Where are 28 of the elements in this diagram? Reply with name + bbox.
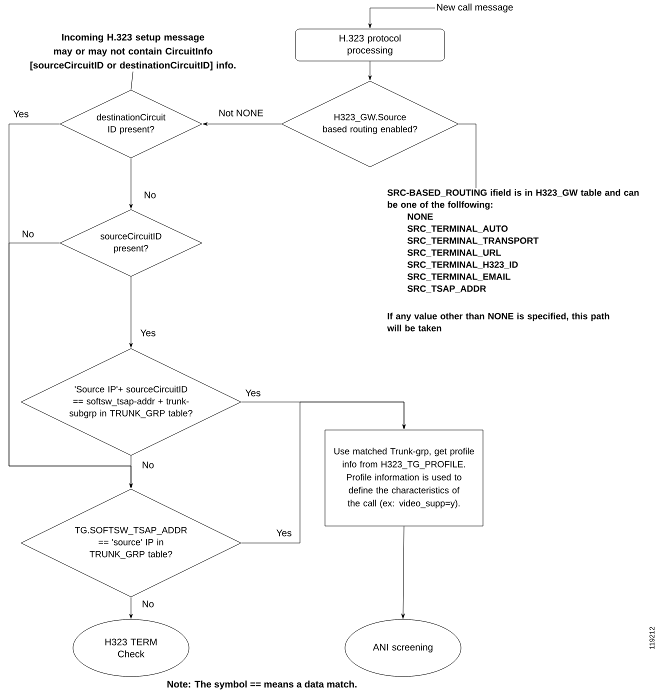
edge-label: No bbox=[140, 600, 156, 608]
arrow bbox=[129, 158, 133, 209]
leader-line bbox=[458, 124, 476, 188]
arrow bbox=[241, 402, 406, 544]
annotation-text: New call message bbox=[436, 4, 513, 12]
arrow bbox=[202, 122, 282, 126]
edge-label: Yes bbox=[275, 528, 293, 538]
edge-label: No bbox=[142, 190, 158, 200]
arrow bbox=[129, 597, 133, 619]
edge-label: Yes bbox=[244, 388, 262, 398]
terminal-oval: H323 TERM Check bbox=[72, 619, 190, 677]
leader-line bbox=[130, 71, 134, 90]
arrow bbox=[129, 276, 133, 348]
terminal-oval: ANI screening bbox=[344, 619, 462, 677]
process-box: H.323 protocol processing bbox=[295, 28, 445, 62]
edge-label: Yes bbox=[139, 328, 157, 338]
edge-label: No bbox=[140, 460, 156, 470]
arrow bbox=[368, 8, 436, 28]
annotation-text: Incoming H.323 setup message may or may not contain CircuitInfo [sourceCircuitID or destinationCircuitID] info. bbox=[30, 34, 236, 70]
arrow bbox=[129, 456, 133, 488]
arrow bbox=[368, 61, 372, 80]
process-box: Use matched Trunk-grp, get profile info from H323_TG_PROFILE. Profile information is used to define the characteristics of the call (ex: video_supp=y). bbox=[324, 430, 484, 526]
arrow bbox=[401, 526, 405, 619]
annotation-text: SRC-BASED_ROUTING ifield is in H323_GW table and can be one of the follfowing: NONE SRC_TERMINAL_AUTO SRC_TERMINAL_TRANSPORT SRC_TERMINAL_URL SRC_TERMINAL_H323_ID SRC_TERMINAL_EMAIL SRC_TSAP_ADDR If any value other than NONE is specified, this path will be taken bbox=[387, 189, 639, 332]
edge-label: No bbox=[20, 230, 36, 238]
edge-label: Yes bbox=[12, 110, 30, 118]
edge-label: Not NONE bbox=[218, 108, 264, 118]
note-text: Note: The symbol == means a data match. bbox=[167, 680, 357, 690]
